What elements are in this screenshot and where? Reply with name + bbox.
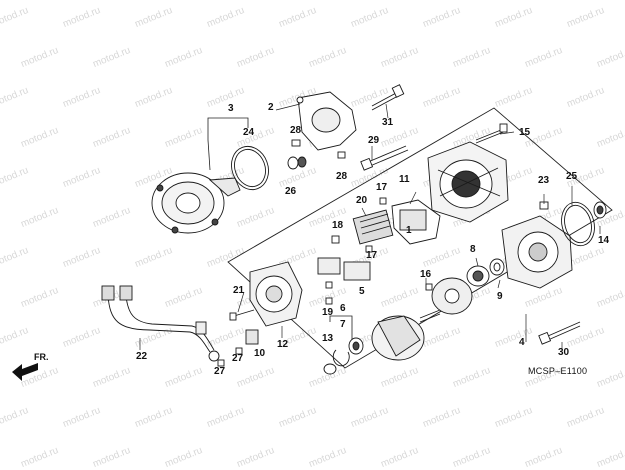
callout-27: 27 <box>232 353 244 364</box>
callout-10: 10 <box>254 348 266 359</box>
callout-5: 5 <box>359 286 365 297</box>
bolt-29 <box>360 145 409 171</box>
bearing-8 <box>466 265 490 287</box>
callout-17: 17 <box>366 250 378 261</box>
pin-16 <box>425 283 433 291</box>
bolt-30 <box>538 321 581 345</box>
screw-19 <box>325 297 333 305</box>
alternator-housing <box>427 141 509 223</box>
callout-4: 4 <box>519 337 525 348</box>
callout-27: 27 <box>214 366 226 377</box>
oil-seal-14 <box>593 201 607 219</box>
seal-26 <box>287 156 307 170</box>
assembly-outline <box>227 107 613 369</box>
leader-lines <box>139 103 601 350</box>
callout-23: 23 <box>538 175 550 186</box>
callout-1: 1 <box>406 225 412 236</box>
callout-24: 24 <box>243 127 255 138</box>
regulator-20 <box>352 209 394 245</box>
drive-plate-16 <box>431 277 473 315</box>
terminal-10 <box>245 329 259 345</box>
callout-12: 12 <box>277 339 289 350</box>
direction-label: FR. <box>34 352 49 362</box>
bolt-15 <box>475 123 508 144</box>
bracket-7 <box>329 315 353 340</box>
callout-13: 13 <box>322 333 334 344</box>
callout-18: 18 <box>332 220 344 231</box>
callout-21: 21 <box>233 285 245 296</box>
callout-15: 15 <box>519 127 531 138</box>
callout-30: 30 <box>558 347 570 358</box>
washer-13 <box>323 363 337 375</box>
callout-2: 2 <box>268 102 274 113</box>
front-housing-4 <box>501 215 573 289</box>
bolt-21 <box>229 309 255 321</box>
callout-9: 9 <box>497 291 503 302</box>
stator-11 <box>391 199 441 245</box>
callout-29: 29 <box>368 135 380 146</box>
nut-27a <box>235 347 243 355</box>
screw-18 <box>331 235 340 244</box>
front-arrow-icon <box>12 363 38 381</box>
bearing-6 <box>348 337 364 355</box>
drive-cover-2 <box>296 91 357 151</box>
callout-19: 19 <box>322 307 334 318</box>
o-ring-24 <box>231 145 269 191</box>
callout-28: 28 <box>290 125 302 136</box>
seal-9 <box>489 258 505 276</box>
diagram-code: MCSP–E1100 <box>528 366 588 376</box>
callout-11: 11 <box>399 174 410 185</box>
callout-25: 25 <box>566 171 578 182</box>
callout-31: 31 <box>382 117 394 128</box>
callout-6: 6 <box>340 303 346 314</box>
nut-27b <box>217 359 225 367</box>
callout-22: 22 <box>136 351 148 362</box>
rear-end-cover <box>151 172 241 234</box>
wire-harness-22 <box>101 285 220 362</box>
screw-17 <box>325 197 387 289</box>
callout-26: 26 <box>285 186 297 197</box>
callout-14: 14 <box>598 235 610 246</box>
clip-13 <box>332 349 350 367</box>
callout-20: 20 <box>356 195 368 206</box>
bracket-3 <box>207 117 249 171</box>
brush-holder-5 <box>317 257 371 281</box>
callout-7: 7 <box>340 319 346 330</box>
rotor-7 <box>371 309 441 361</box>
callout-16: 16 <box>420 269 432 280</box>
callout-8: 8 <box>470 244 476 255</box>
bolt-31 <box>371 84 405 111</box>
callout-28: 28 <box>336 171 348 182</box>
callout-3: 3 <box>228 103 234 114</box>
callout-17: 17 <box>376 182 388 193</box>
end-bracket-12 <box>249 261 303 327</box>
small-bolt-28 <box>291 139 346 159</box>
